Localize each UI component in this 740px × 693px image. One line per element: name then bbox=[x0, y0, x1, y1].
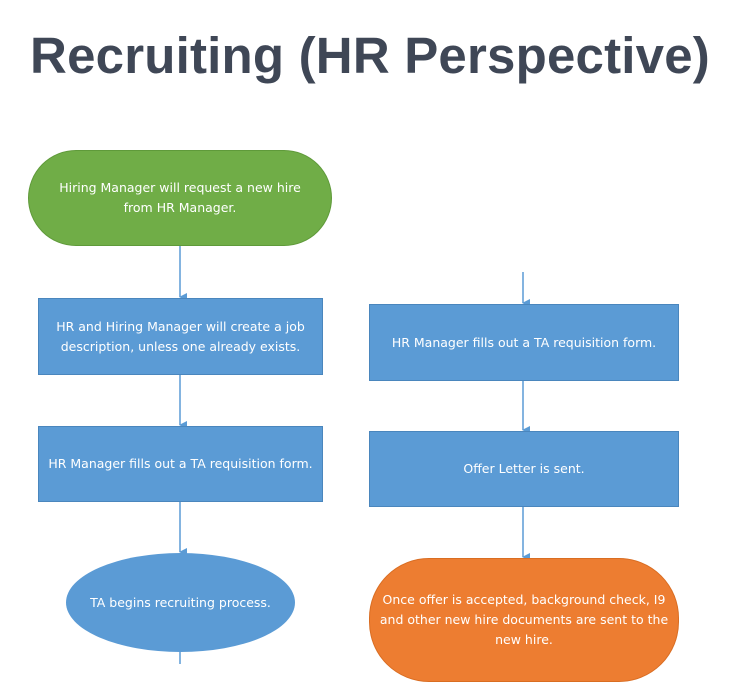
offer-letter-step: Offer Letter is sent. bbox=[369, 431, 679, 507]
job-description-step-label: HR and Hiring Manager will create a job … bbox=[56, 318, 305, 354]
recruiting-end-node-label: TA begins recruiting process. bbox=[90, 594, 271, 610]
job-description-step: HR and Hiring Manager will create a job … bbox=[38, 298, 323, 375]
right-requisition-step-label: HR Manager fills out a TA requisition fo… bbox=[391, 334, 657, 350]
left-requisition-step-label: HR Manager fills out a TA requisition fo… bbox=[48, 456, 313, 471]
left-requisition-step: HR Manager fills out a TA requisition fo… bbox=[38, 426, 323, 502]
documents-end-node-label: Once offer is accepted, background check… bbox=[379, 592, 669, 647]
right-requisition-step: HR Manager fills out a TA requisition fo… bbox=[369, 304, 679, 381]
page-title: Recruiting (HR Perspective) bbox=[30, 27, 710, 84]
start-node-label: Hiring Manager will request a new hire f… bbox=[59, 180, 301, 215]
documents-end-node: Once offer is accepted, background check… bbox=[369, 558, 679, 682]
offer-letter-step-label: Offer Letter is sent. bbox=[463, 461, 585, 476]
start-node: Hiring Manager will request a new hire f… bbox=[28, 150, 332, 246]
recruiting-end-node: TA begins recruiting process. bbox=[66, 553, 295, 652]
